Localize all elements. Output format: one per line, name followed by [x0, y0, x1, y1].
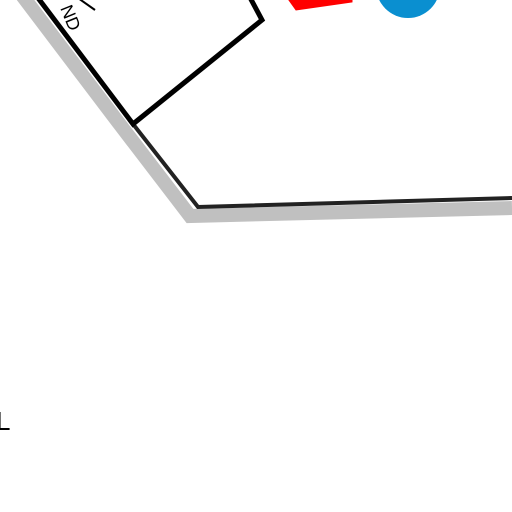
outer-path-shadow: [16, 0, 512, 224]
red-marker[interactable]: [286, 0, 353, 11]
edge-label: L: [0, 406, 10, 436]
room-block[interactable]: [32, 0, 266, 128]
label-underline: [79, 0, 96, 11]
blue-marker[interactable]: [376, 0, 440, 18]
